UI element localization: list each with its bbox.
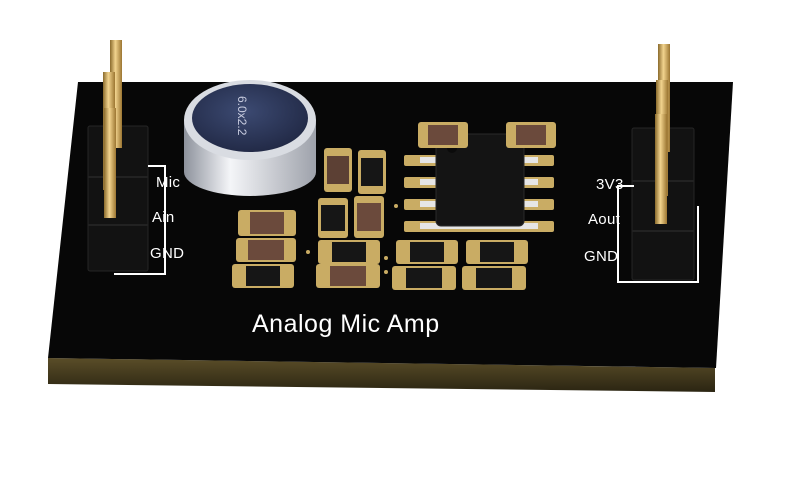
microphone-marking: 6.0x2.2: [235, 96, 249, 136]
right-label-3v3: 3V3: [596, 176, 624, 193]
right-label-aout: Aout: [588, 211, 621, 228]
op-amp-chip: [404, 133, 554, 232]
right-pin-header: [617, 44, 699, 283]
smd-components: [232, 122, 556, 290]
right-label-gnd: GND: [584, 248, 619, 265]
board-title: Analog Mic Amp: [252, 310, 440, 338]
left-label-gnd: GND: [150, 245, 185, 262]
left-pin-header: [87, 40, 166, 275]
left-label-mic: Mic: [156, 174, 181, 191]
left-pin-3: [104, 108, 116, 218]
right-pin-3: [655, 114, 667, 224]
electret-microphone: 6.0x2.2: [184, 80, 316, 196]
left-label-ain: Ain: [152, 209, 175, 226]
pcb-edge: [48, 358, 715, 392]
